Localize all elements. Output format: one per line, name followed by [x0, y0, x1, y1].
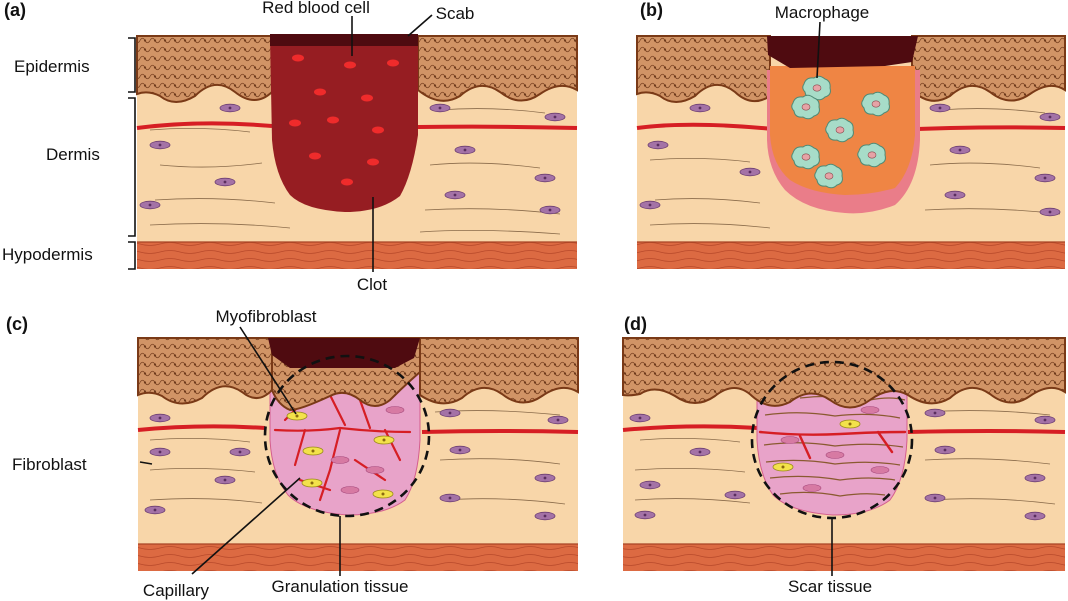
blood-vessel [622, 424, 759, 432]
label-scab: Scab [436, 4, 475, 23]
panel-letter-d: (d) [624, 314, 647, 334]
panel-b: (b) Macrophage [636, 0, 1066, 269]
epidermis-layer [636, 35, 771, 103]
hypodermis-layer [637, 242, 1065, 269]
label-macrophage: Macrophage [775, 3, 870, 22]
label-clot: Clot [357, 275, 388, 294]
blood-vessel [421, 429, 579, 434]
panel-letter-c: (c) [6, 314, 28, 334]
label-granulation-tissue: Granulation tissue [271, 577, 408, 596]
blood-clot [270, 36, 418, 212]
epidermis-layer [417, 35, 578, 102]
label-scar-tissue: Scar tissue [788, 577, 872, 596]
wound-boundary-dashed [263, 354, 431, 518]
collagen-fibers [149, 108, 561, 235]
hypodermis-layer [623, 544, 1065, 571]
blood-vessel [907, 429, 1066, 434]
epidermis-layer [622, 337, 1066, 409]
hypodermis-layer [137, 242, 577, 269]
label-red-blood-cell: Red blood cell [262, 0, 370, 17]
epidermis-bracket [128, 37, 136, 93]
panel-a: (a) Red blood cell Scab Epidermis Dermis… [2, 0, 578, 294]
hypodermis-bracket [128, 241, 136, 270]
label-myofibroblast: Myofibroblast [215, 307, 316, 326]
scab [268, 338, 420, 368]
label-dermis: Dermis [46, 145, 100, 164]
blood-vessel [417, 124, 578, 130]
blood-vessel [136, 121, 273, 130]
epidermis-layer [419, 337, 579, 405]
label-capillary: Capillary [143, 581, 210, 600]
panel-letter-a: (a) [4, 0, 26, 20]
scab [270, 34, 418, 46]
panel-d: (d) Scar tissue [622, 314, 1066, 596]
hypodermis-layer [138, 544, 578, 571]
dermis-bracket [128, 97, 136, 237]
panel-c: (c) Myofibroblast Fibroblast Capillary G… [6, 307, 579, 600]
epidermis-layer [136, 35, 273, 103]
epidermis-layer [137, 337, 273, 405]
scab [767, 36, 918, 68]
label-epidermis: Epidermis [14, 57, 90, 76]
panel-letter-b: (b) [640, 0, 663, 20]
blood-vessel [137, 424, 266, 432]
label-fibroblast: Fibroblast [12, 455, 87, 474]
label-hypodermis: Hypodermis [2, 245, 93, 264]
epidermis-layer [911, 35, 1066, 102]
capillaries [758, 430, 907, 460]
